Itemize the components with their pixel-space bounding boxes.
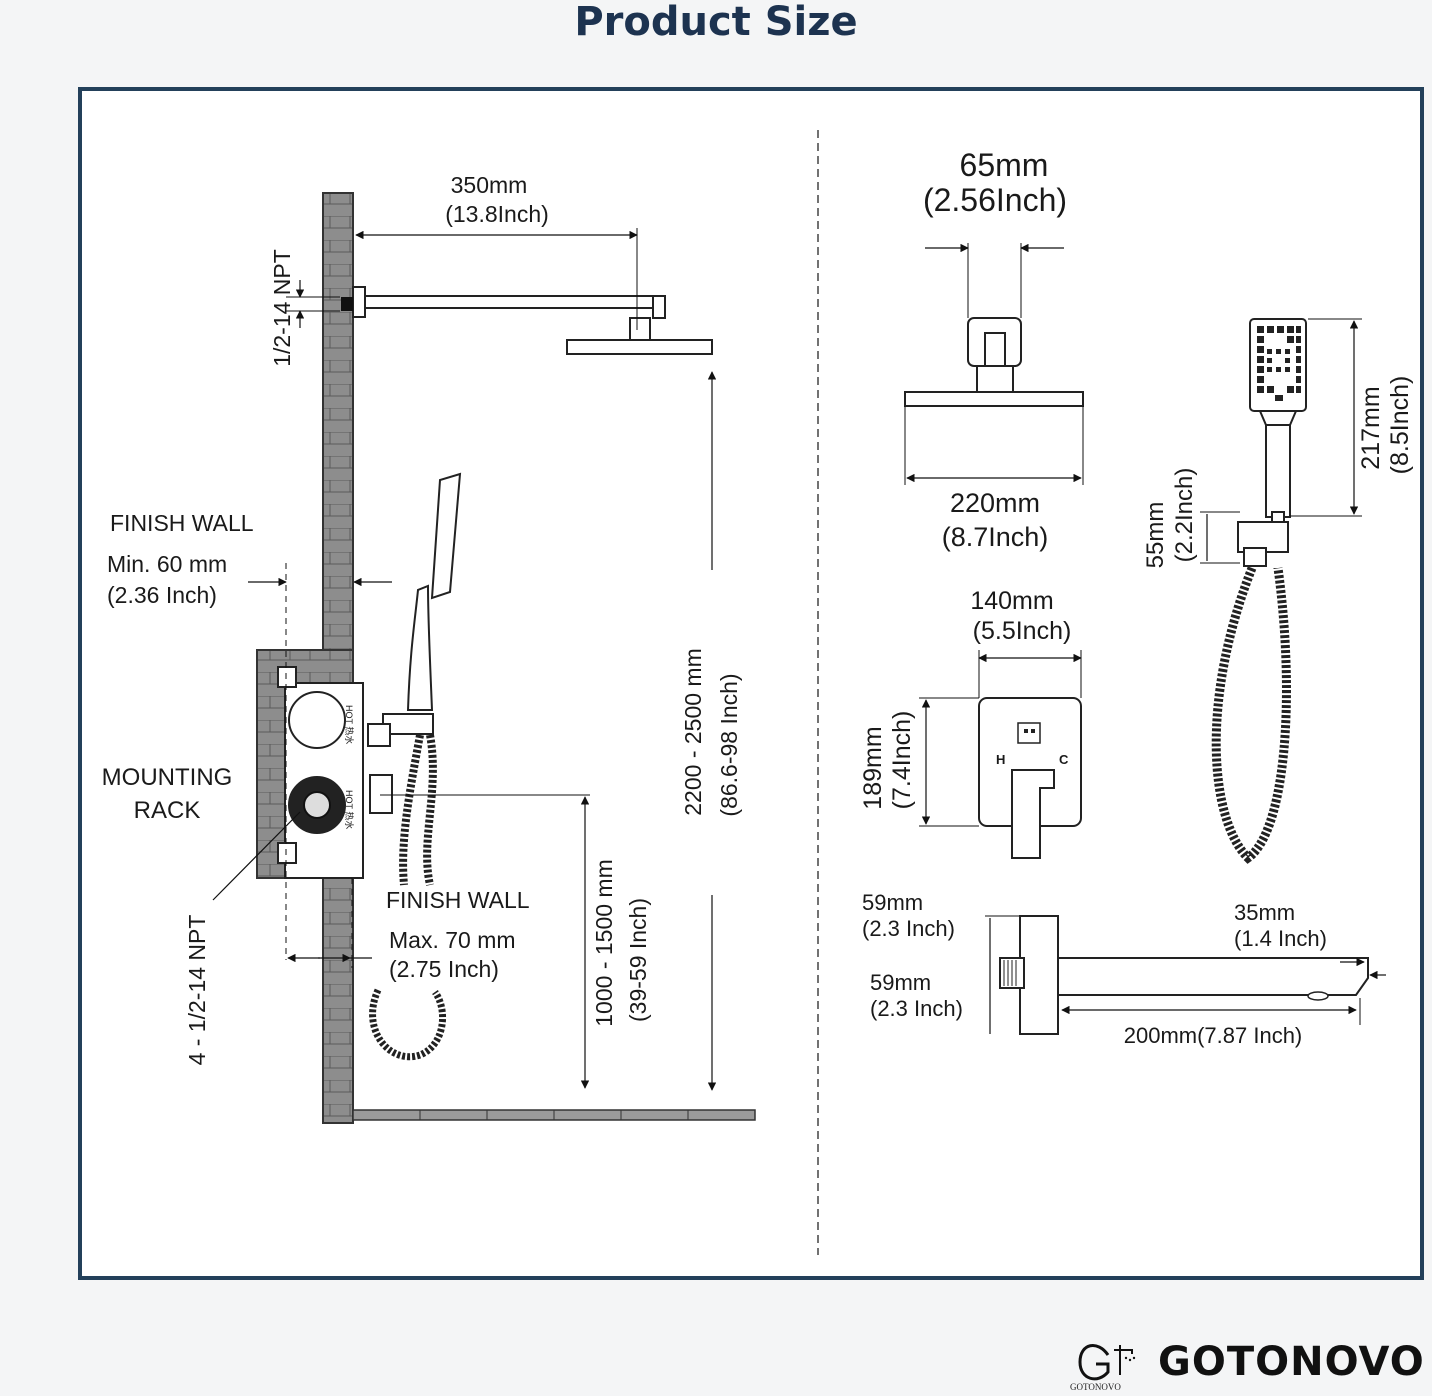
arm-nut (341, 297, 353, 311)
shower-head (566, 339, 713, 355)
handheld-handle (1265, 424, 1291, 518)
bracket-height-label: 55mm (1142, 502, 1169, 569)
trim-logo (1017, 722, 1041, 744)
arm-length-inch-label: (13.8Inch) (445, 201, 549, 227)
valve-text-2: HOT 热水 (344, 790, 355, 829)
arm-length-label: 350mm (451, 172, 528, 198)
spout-outlet-label: 35mm (1234, 900, 1295, 925)
spout-body (1057, 957, 1369, 996)
hose-coil (369, 988, 447, 1061)
arm-width-inch-label: (2.56Inch) (923, 182, 1067, 218)
handheld-hose (1211, 566, 1291, 864)
plate-height-inch-label: (7.4Inch) (888, 711, 916, 810)
min-depth-inch-label: (2.36 Inch) (107, 582, 217, 608)
handheld-nozzles (1256, 325, 1301, 401)
hot-label: H (996, 752, 1005, 767)
arm-flange (352, 286, 366, 318)
spout-depth-2-inch-label: (2.3 Inch) (870, 996, 963, 1021)
finish-wall-label-2: FINISH WALL (386, 887, 530, 913)
head-connector (629, 317, 651, 341)
spout-outlet-inch-label: (1.4 Inch) (1234, 926, 1327, 951)
max-depth-inch-label: (2.75 Inch) (389, 956, 499, 982)
spout-depth-1-label: 59mm (862, 890, 923, 915)
handheld-length-label: 217mm (1357, 386, 1385, 469)
plate-width-label: 140mm (970, 587, 1053, 615)
hand-shower (430, 472, 462, 600)
plate-height-label: 189mm (859, 726, 887, 809)
mounting-rack-label-2: RACK (134, 797, 201, 824)
valve-text-1: HOT 热水 (344, 705, 355, 744)
plate-width-inch-label: (5.5Inch) (973, 617, 1072, 645)
brand-logo-icon (1078, 1344, 1136, 1381)
min-depth-label: Min. 60 mm (107, 551, 227, 577)
valve-cartridge-top (288, 691, 346, 749)
brand-logo-small: GOTONOVO (1070, 1382, 1121, 1392)
brand-name: GOTONOVO (1158, 1339, 1425, 1385)
bottom-npt-label: 4 - 1/2-14 NPT (184, 915, 210, 1066)
top-npt-label: 1/2-14 NPT (269, 249, 295, 367)
head-width-label: 220mm (950, 488, 1040, 518)
hose (423, 734, 437, 886)
finish-wall-label-1: FINISH WALL (110, 510, 254, 536)
trim-handle (1011, 769, 1055, 859)
max-depth-label: Max. 70 mm (389, 927, 516, 953)
arm-width-label: 65mm (960, 147, 1049, 183)
page-title: Product Size (574, 0, 858, 45)
valve-height-inch-label: (39-59 Inch) (625, 898, 651, 1022)
valve-height-label: 1000 - 1500 mm (591, 859, 617, 1026)
mounting-rack-label-1: MOUNTING (102, 764, 233, 791)
valve-handle (369, 774, 393, 814)
bracket-height-inch-label: (2.2Inch) (1171, 468, 1198, 563)
head-height-label: 2200 - 2500 mm (680, 648, 706, 815)
spout-length-label: 200mm(7.87 Inch) (1124, 1023, 1303, 1048)
head-width-inch-label: (8.7Inch) (942, 522, 1049, 552)
handheld-length-inch-label: (8.5Inch) (1386, 376, 1414, 475)
head-height-inch-label: (86.6-98 Inch) (716, 673, 742, 816)
spout-depth-2-label: 59mm (870, 970, 931, 995)
cold-label: C (1059, 752, 1069, 767)
shower-arm (364, 295, 666, 309)
spout-depth-1-inch-label: (2.3 Inch) (862, 916, 955, 941)
shower-head-front (904, 391, 1084, 407)
spout-flange (1019, 915, 1059, 1035)
